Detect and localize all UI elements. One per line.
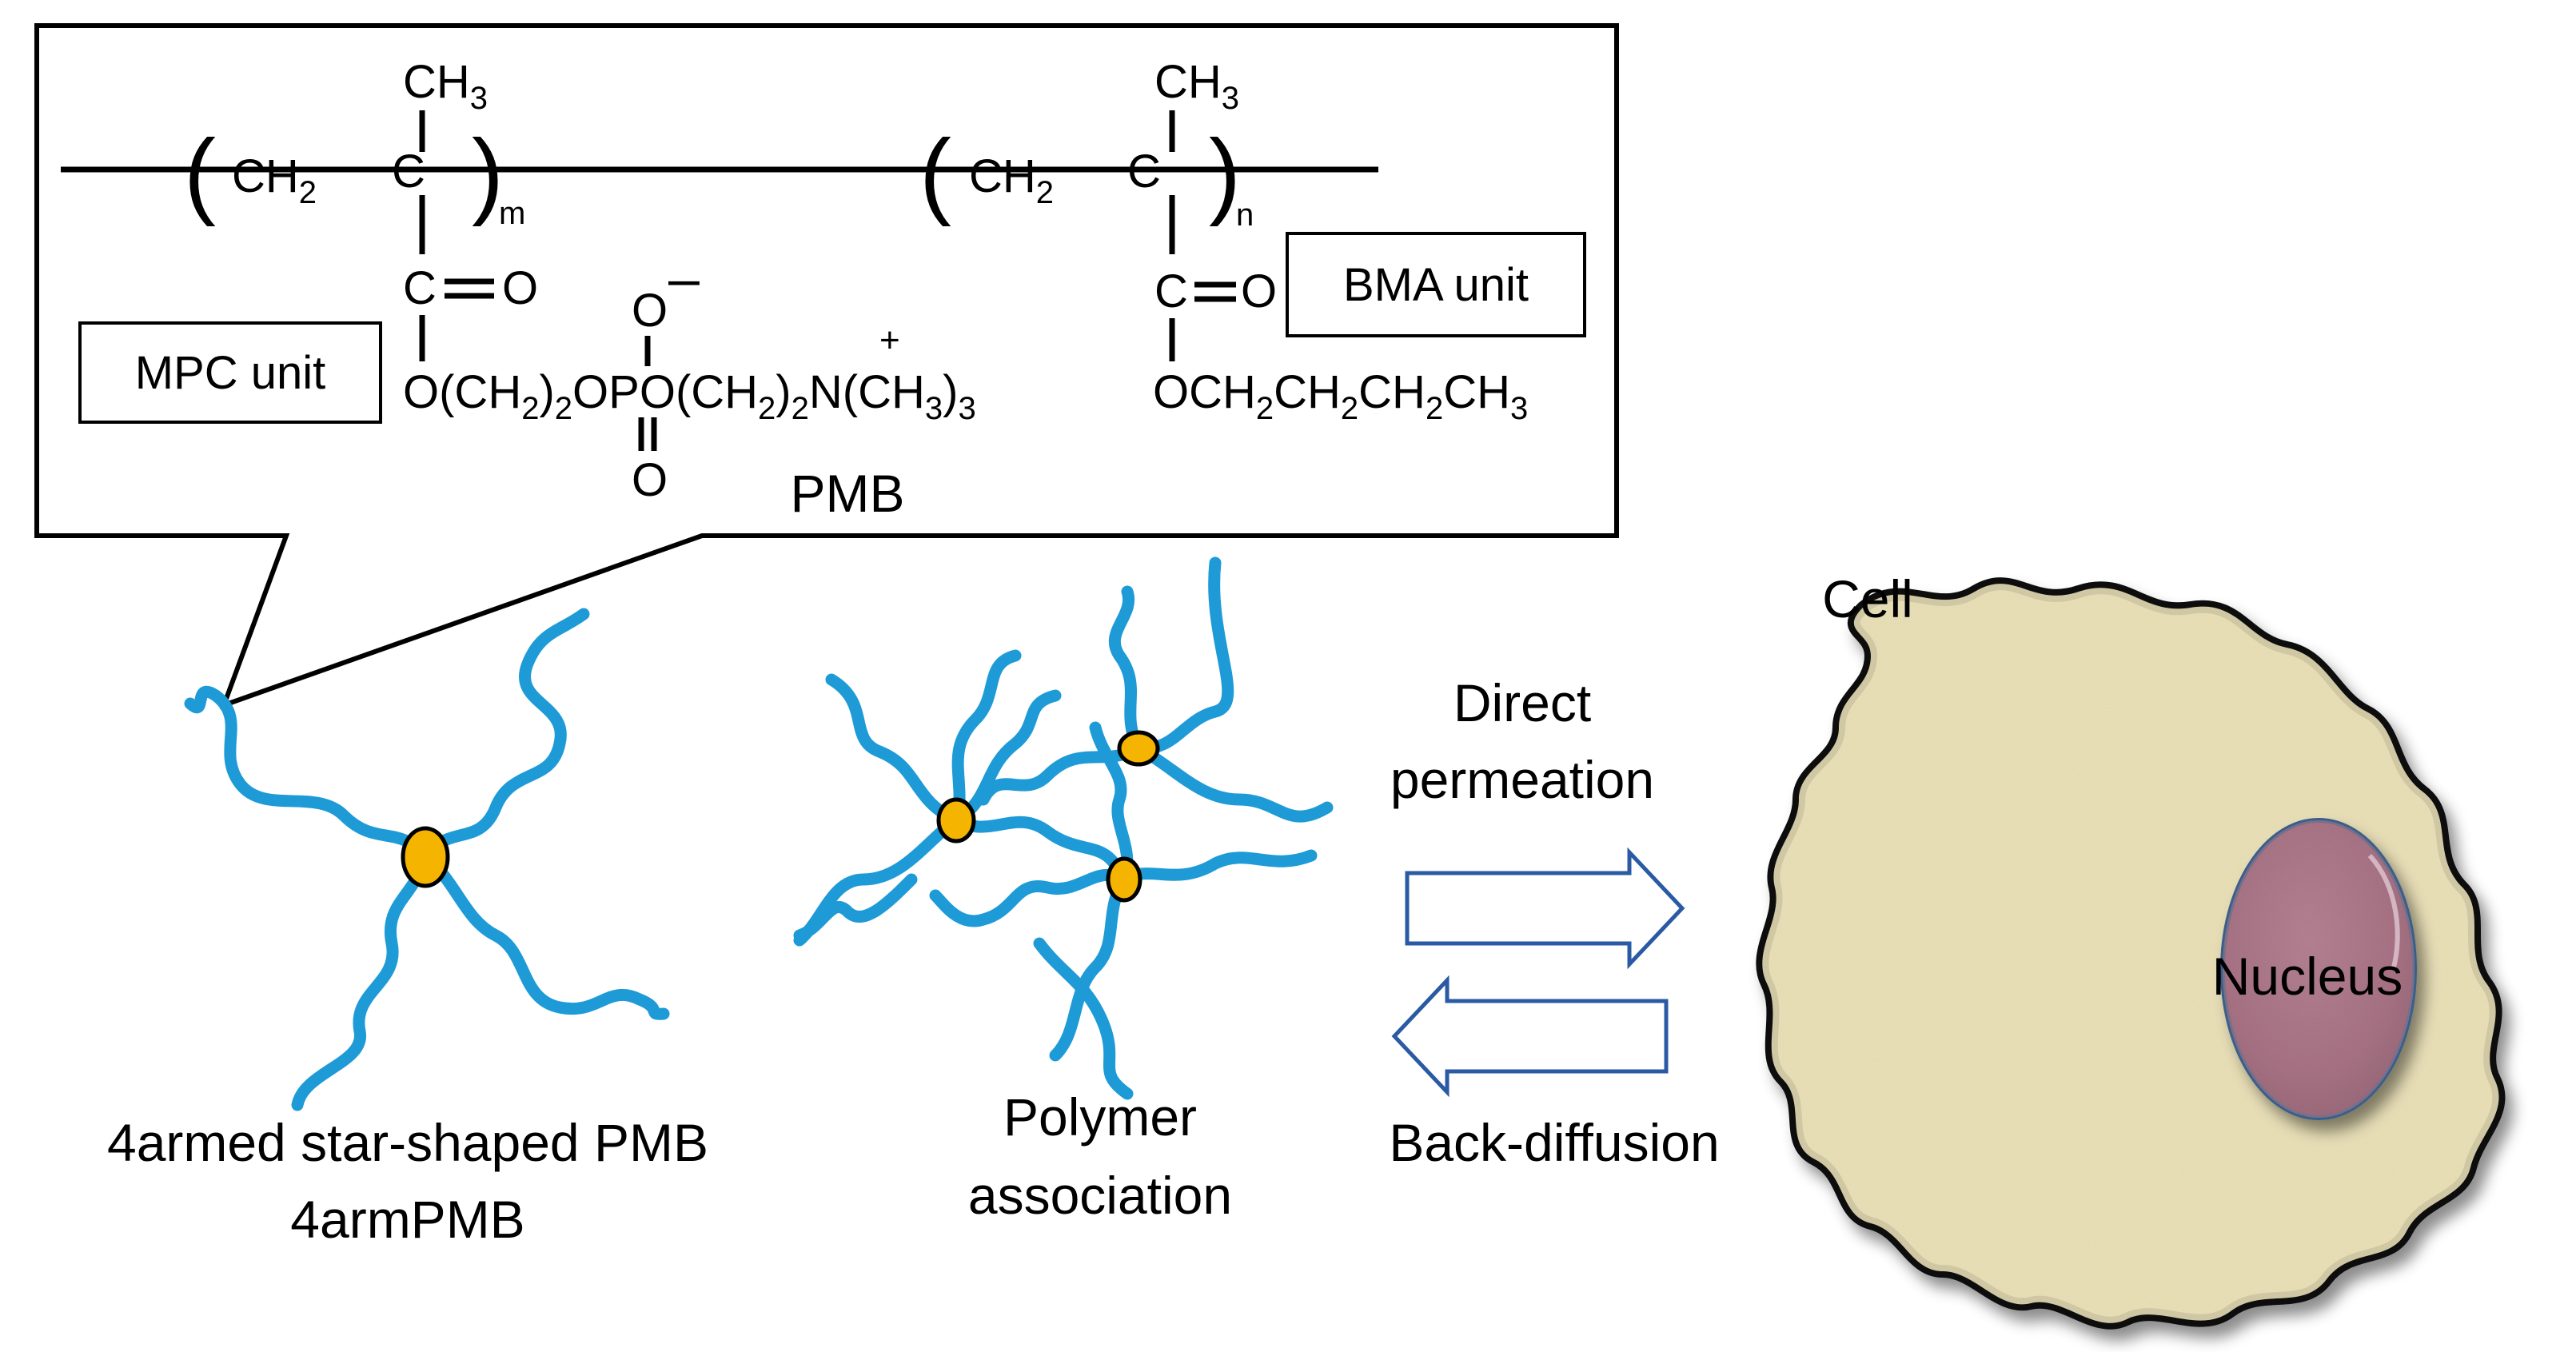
nucleus-texture [2223,820,2415,1118]
star-arm-lower-left [291,851,432,1111]
cluster-arm-3 [950,814,1126,878]
direct-label-line2: permeation [1390,750,1654,809]
cluster-arm-14 [1033,937,1134,1100]
carbonyl-o-left: O [502,262,538,314]
subscript-m: m [499,196,525,231]
paren-left-close: ) [472,120,504,227]
association-label-line2: association [968,1166,1232,1225]
plus-charge: + [879,321,900,360]
star-label-line1: 4armed star-shaped PMB [107,1113,708,1172]
cell-texture [1762,584,2499,1323]
direct-permeation-arrow [1405,847,1685,970]
star-arm-upper-left [184,685,432,863]
star-polymer [184,608,670,1111]
cluster-arm-6 [1132,556,1234,755]
carbon-left: C [392,146,425,197]
carbonyl-c-right: C [1154,265,1188,317]
cluster-arm-5 [1108,585,1145,755]
polymer-name: PMB [790,464,904,523]
cell-label: Cell [1822,569,1913,628]
phosphate-o-minus: O [632,285,668,337]
nucleus-highlight [2367,853,2400,968]
mpc-label: MPC unit [135,347,326,399]
cluster-arm-15 [950,689,1062,827]
polymer-association-cluster [793,556,1334,1100]
cluster-arm-4 [950,649,1022,827]
direct-label-line1: Direct [1453,673,1591,732]
association-label-line1: Polymer [1003,1087,1197,1147]
cell [1756,577,2506,1330]
bma-label-box [1286,232,1586,337]
cluster-arm-10 [1049,873,1130,1062]
phosphate-o-double: O [632,454,668,506]
cluster-core-2 [1117,730,1160,767]
star-arm-upper-right [419,608,590,863]
cluster-arm-12 [1089,721,1134,886]
back-diffusion-label: Back-diffusion [1389,1113,1719,1172]
nucleus-label: Nucleus [2212,947,2403,1006]
star-core [401,826,450,888]
carbonyl-c-left: C [403,262,437,314]
ch3-right: CH3 [1154,56,1239,116]
cluster-arm-11 [929,868,1130,927]
cluster-core-3 [1106,856,1142,903]
bma-label: BMA unit [1343,259,1529,311]
cluster-arm-9 [1118,849,1318,886]
carbon-right: C [1127,146,1161,197]
cluster-core-1 [936,797,976,844]
minus-charge: – [668,247,700,309]
star-label-line2: 4armPMB [290,1190,524,1249]
mpc-side-chain: O(CH2)2OPO(CH2)2N(CH3)3 [403,366,976,426]
cluster-arm-1 [825,673,963,827]
paren-right-close: ) [1209,120,1241,227]
subscript-n: n [1236,197,1254,233]
star-arm-lower-right [419,851,670,1020]
callout-box [34,23,1619,709]
cluster-arm-7 [1132,742,1334,823]
bma-side-chain: OCH2CH2CH2CH3 [1153,366,1528,426]
mpc-label-box [78,321,382,424]
paren-left-open: ( [184,120,216,227]
ch2-right: CH2 [969,150,1054,210]
back-diffusion-arrow [1391,975,1669,1098]
carbonyl-o-right: O [1241,265,1277,317]
paren-right-open: ( [919,120,951,227]
ch3-left: CH3 [403,56,488,116]
cluster-arm-13 [793,873,918,942]
ch2-left: CH2 [232,150,317,210]
